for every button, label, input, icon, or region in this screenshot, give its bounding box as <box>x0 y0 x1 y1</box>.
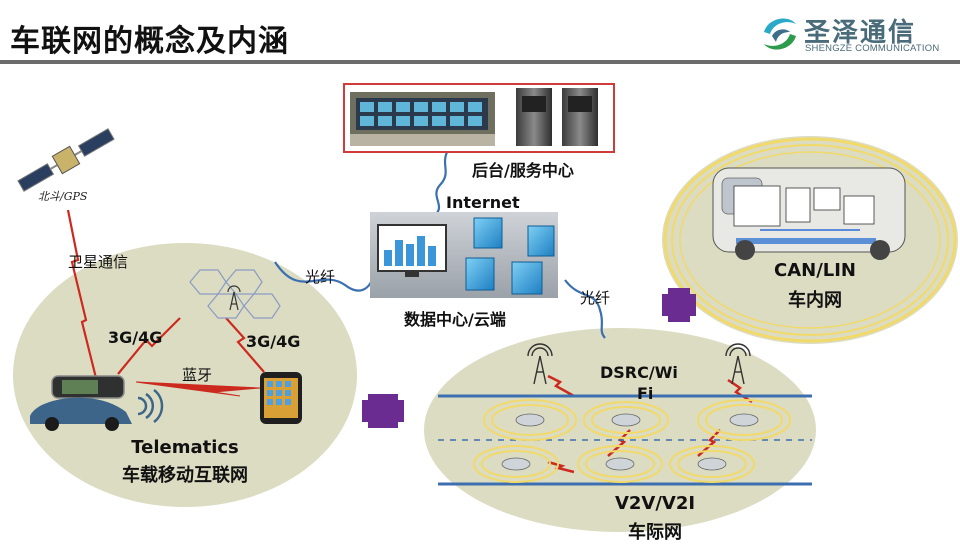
v2v-road <box>438 343 812 486</box>
logo-name: 圣泽通信 <box>804 18 917 48</box>
datacenter-cloud <box>370 212 558 298</box>
cellular-left-label: 3G/4G <box>108 328 163 347</box>
title-divider <box>0 60 960 64</box>
can-subtitle: 车内网 <box>788 290 842 311</box>
roadside-antenna-icon <box>527 343 751 385</box>
satellite-link-label: 卫星通信 <box>68 253 129 271</box>
fiber-links <box>274 149 606 339</box>
cellular-right-label: 3G/4G <box>246 332 301 351</box>
satellite-caption: 北斗/GPS <box>38 190 88 203</box>
dsrc-label-line1: DSRC/Wi <box>600 363 678 382</box>
dsrc-label-line2: Fi <box>637 384 654 403</box>
bluetooth-label: 蓝牙 <box>182 366 213 384</box>
telematics-subtitle: 车载移动互联网 <box>122 465 248 486</box>
internet-label: Internet <box>446 193 520 212</box>
plus-icons <box>362 288 696 428</box>
v2v-subtitle: 车际网 <box>628 522 682 543</box>
cellular-cells <box>189 269 281 319</box>
telematics-title: Telematics <box>131 437 239 458</box>
company-logo: 圣泽通信 SHENGZE COMMUNICATION <box>758 12 948 58</box>
page-title: 车联网的概念及内涵 <box>10 24 289 59</box>
v2v-title: V2V/V2I <box>614 493 696 514</box>
telematics-zone <box>13 243 357 507</box>
backend-center <box>343 83 615 153</box>
logo-subtitle: SHENGZE COMMUNICATION <box>805 43 940 54</box>
can-title: CAN/LIN <box>773 260 856 281</box>
logo-mark-icon <box>764 18 796 50</box>
satellite-icon <box>17 128 115 192</box>
can-zone <box>662 136 958 344</box>
telematics-devices <box>30 372 302 431</box>
datacenter-label: 数据中心/云端 <box>404 310 506 329</box>
backend-label: 后台/服务中心 <box>472 161 574 180</box>
fiber-left-label: 光纤 <box>305 268 336 286</box>
cell-tower-icon <box>227 285 241 311</box>
fiber-right-label: 光纤 <box>580 289 611 307</box>
